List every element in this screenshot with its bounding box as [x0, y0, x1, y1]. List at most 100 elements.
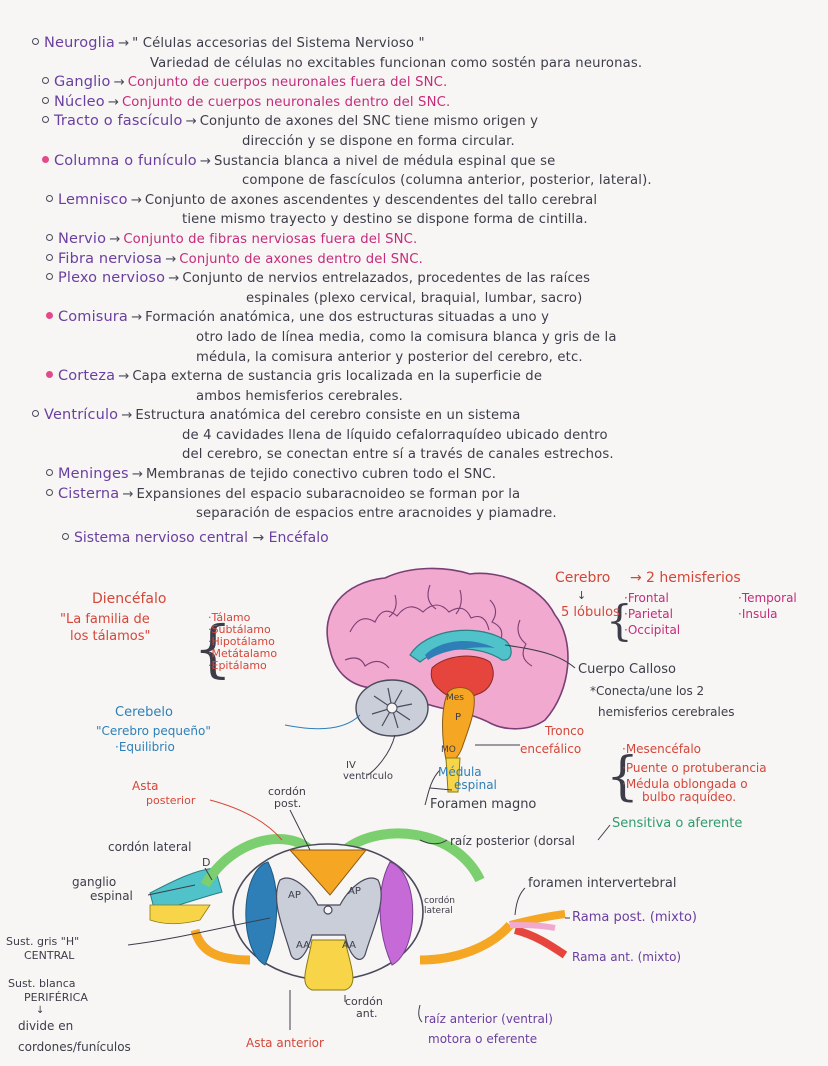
- ventral-root-right: [419, 921, 514, 965]
- arrow-icon: →: [118, 369, 130, 385]
- lobe-item: ·Frontal: [624, 591, 669, 605]
- bullet-icon: [46, 253, 53, 261]
- pointer-cerebelo: [284, 714, 361, 730]
- entry-comisura: Comisura→Formación anatómica, une dos es…: [32, 308, 822, 367]
- label-hemisferios: 2 hemisferios: [646, 570, 741, 586]
- arrow-icon: →: [630, 570, 642, 586]
- anterior-cord: [304, 939, 354, 991]
- arrow-icon: →: [131, 467, 143, 483]
- label-cuerpo-calloso-desc: *Conecta/une los 2: [590, 684, 705, 698]
- arrow-icon: →: [168, 271, 180, 287]
- label-ventriculo: ventrículo: [343, 771, 393, 782]
- arrow-icon: →: [109, 231, 121, 247]
- label-cerebelo-desc: "Cerebro pequeño": [96, 724, 211, 738]
- entry-tracto: Tracto o fascículo→Conjunto de axones de…: [32, 112, 822, 151]
- label-diencefalo-quote: "La familia de: [60, 612, 150, 627]
- definition-cont: compone de fascículos (columna anterior,…: [242, 173, 652, 189]
- pointer-ventriculo: [367, 734, 396, 776]
- label-cordon-post: post.: [274, 797, 302, 810]
- term: Ventrículo: [44, 407, 119, 424]
- definition-cont: ambos hemisferios cerebrales.: [196, 388, 403, 404]
- label-aa-right: AA: [342, 940, 356, 951]
- entry-plexo: Plexo nervioso→Conjunto de nervios entre…: [32, 269, 822, 308]
- definition-cont: separación de espacios entre aracnoides …: [196, 506, 557, 522]
- label-asta-posterior: Asta: [132, 779, 159, 793]
- arrow-icon: →: [165, 251, 177, 267]
- label-cordon-lateral-left: cordón lateral: [108, 840, 192, 854]
- pointer-sensitiva: [597, 824, 611, 841]
- definition: Capa externa de sustancia gris localizad…: [132, 369, 543, 385]
- definition-cont: tiene mismo trayecto y destino se dispon…: [182, 212, 588, 228]
- diencefalo-item: ·Epitálamo: [208, 659, 267, 672]
- pointer-asta-posterior: [209, 799, 283, 841]
- spinal-cord-illustration: [149, 828, 568, 991]
- term: Corteza: [58, 368, 116, 385]
- brainstem-tag-p: P: [455, 712, 461, 723]
- pointer-medula: [429, 787, 453, 791]
- lobe-item: ·Occipital: [624, 623, 681, 637]
- corpus-callosum-core: [425, 640, 495, 660]
- dorsal-root-arch-right: [341, 828, 485, 883]
- definition-cont: dirección y se dispone en forma circular…: [242, 133, 515, 149]
- term: Tracto o fascículo: [54, 113, 183, 130]
- subtitle-right: Encéfalo: [268, 530, 329, 546]
- label-foramen-magno: Foramen magno: [430, 797, 537, 812]
- label-ganglio: ganglio: [72, 875, 117, 889]
- term: Lemnisco: [58, 191, 128, 208]
- section-subtitle: Sistema nervioso central → Encéfalo: [62, 530, 329, 546]
- label-medula: espinal: [454, 778, 497, 792]
- diencefalo-item: ·Subtálamo: [208, 623, 271, 636]
- entry-ventriculo: Ventrículo→Estructura anatómica del cere…: [32, 406, 822, 465]
- bullet-icon: [46, 273, 53, 281]
- definition: Conjunto de axones dentro del SNC.: [179, 251, 423, 267]
- label-cerebelo: Cerebelo: [115, 705, 173, 720]
- arrow-icon: →: [185, 114, 197, 130]
- brainstem-tag-mes: Mes: [446, 693, 464, 703]
- label-lobulos: 5 lóbulos: [561, 605, 620, 620]
- grey-matter-h: [276, 877, 382, 960]
- bullet-icon: [46, 488, 53, 496]
- pointer-foramen: [424, 769, 441, 806]
- nerve-root-left-yellow: [149, 904, 211, 925]
- definition: Expansiones del espacio subaracnoideo se…: [136, 486, 521, 502]
- label-diencefalo-quote2: los tálamos": [70, 629, 151, 644]
- label-raiz-posterior: raíz posterior (dorsal: [450, 834, 575, 848]
- pointer-d: [204, 867, 213, 881]
- label-cordon-lateral-right: lateral: [424, 906, 453, 916]
- arrow-icon: →: [117, 36, 130, 51]
- brain-pointers: [284, 644, 576, 806]
- cerebellum-arbor: [371, 687, 413, 729]
- definition-cont: Variedad de células no excitables funcio…: [150, 55, 643, 71]
- entry-nervio: Nervio→Conjunto de fibras nerviosas fuer…: [32, 230, 822, 250]
- label-sust-blanca: Sust. blanca: [8, 977, 76, 990]
- lobe-item: ·Parietal: [624, 607, 673, 621]
- posterior-cord: [288, 849, 368, 896]
- label-ap-left: AP: [288, 890, 301, 901]
- label-rama-ant: Rama ant. (mixto): [572, 950, 682, 964]
- term: Ganglio: [54, 74, 111, 91]
- label-d: D: [202, 856, 211, 869]
- label-tronco: encefálico: [520, 742, 582, 756]
- label-cordon-ant: cordón: [345, 995, 383, 1008]
- rama-pink: [509, 922, 556, 931]
- label-foramen-intervertebral: foramen intervertebral: [528, 876, 677, 891]
- pointer-cuerpo-calloso: [504, 644, 576, 669]
- tronco-item: bulbo raquídeo.: [642, 790, 737, 804]
- term: Nervio: [58, 230, 107, 247]
- central-canal: [323, 905, 333, 915]
- entry-cisterna: Cisterna→Expansiones del espacio subarac…: [32, 485, 822, 524]
- arrow-icon: →: [199, 153, 211, 169]
- label-diencefalo: Diencéfalo: [92, 591, 167, 607]
- diencefalo-item: ·Hipotálamo: [208, 635, 275, 648]
- bullet-icon: [46, 194, 53, 202]
- label-cerebro: Cerebro: [555, 570, 611, 586]
- definition: Estructura anatómica del cerebro consist…: [135, 408, 521, 424]
- gyri-lines: [344, 584, 533, 669]
- definition: Conjunto de cuerpos neuronales fuera del…: [127, 75, 448, 91]
- bullet-icon: [46, 371, 53, 379]
- diencefalo-item: ·Metátalamo: [208, 647, 278, 660]
- cerebellum-center: [386, 702, 398, 714]
- label-medula: Médula: [438, 765, 482, 779]
- bullet-icon: [46, 233, 53, 241]
- label-sust-blanca: PERIFÉRICA: [24, 991, 88, 1004]
